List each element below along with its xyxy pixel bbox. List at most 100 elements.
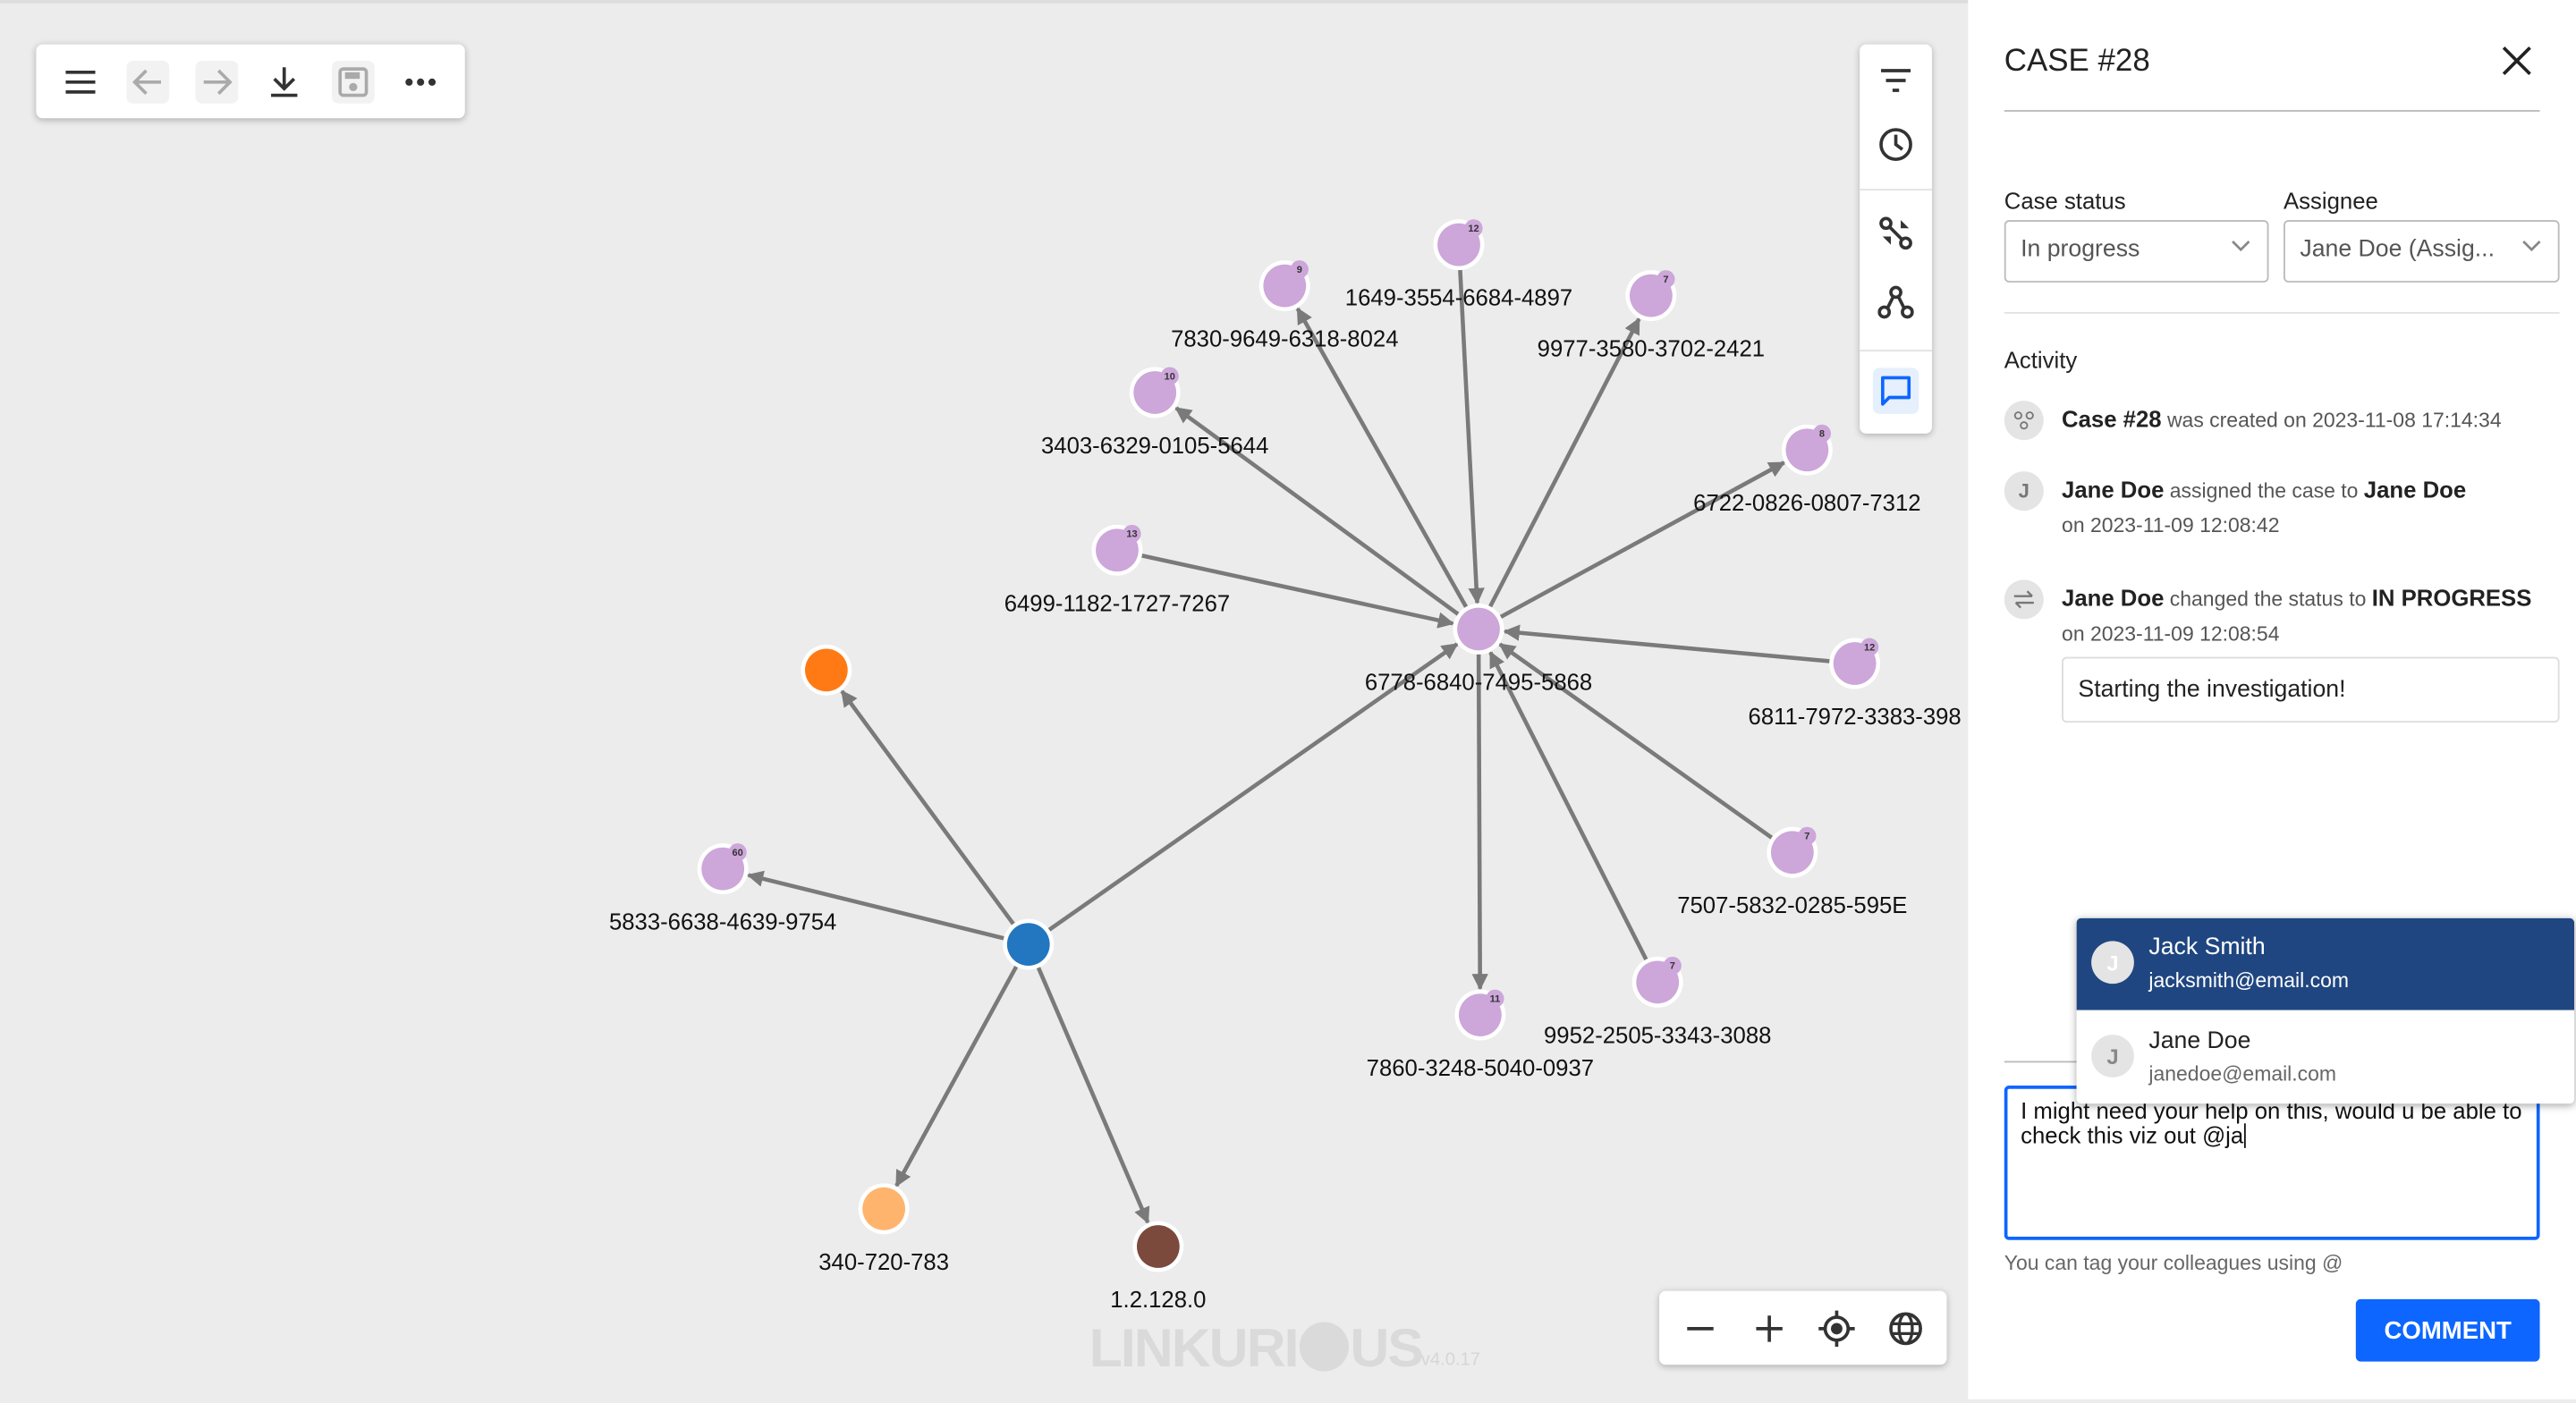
node-badge — [1657, 270, 1675, 289]
arrow-back-icon[interactable] — [126, 60, 170, 103]
node-label: 1649-3554-6684-4897 — [1345, 286, 1572, 311]
node-badge — [1812, 424, 1832, 443]
clock-icon[interactable] — [1873, 122, 1919, 167]
comment-icon[interactable] — [1872, 368, 1919, 414]
graph-node[interactable] — [858, 1183, 910, 1235]
assignee-label: Assignee — [2284, 187, 2378, 214]
comment-button[interactable]: COMMENT — [2355, 1298, 2540, 1362]
node-badge-count: 8 — [1819, 429, 1825, 440]
node-badge-count: 13 — [1126, 529, 1137, 540]
node-label: 3403-6329-0105-5644 — [1041, 434, 1268, 459]
node-badge — [1290, 260, 1309, 279]
graph-edge[interactable] — [1035, 963, 1150, 1224]
avatar: J — [2091, 1035, 2134, 1078]
graph-edge[interactable] — [746, 870, 1009, 942]
graph-node[interactable]: 7 — [1625, 270, 1677, 322]
graph-node[interactable]: 13 — [1091, 524, 1143, 576]
graph-visualization[interactable]: 9 12 7 10 8 13 12 7 7 11 60 6778-6840-7495-5868 7830… — [0, 4, 1968, 1403]
graph-edge[interactable] — [1457, 266, 1485, 604]
assignee-select[interactable]: Jane Doe (Assig... — [2284, 220, 2560, 283]
case-status-select[interactable]: In progress — [2004, 220, 2269, 283]
globe-icon[interactable] — [1885, 1306, 1928, 1349]
filter-icon[interactable] — [1873, 57, 1919, 103]
activity-heading: Activity — [2004, 346, 2078, 373]
chevron-down-icon — [2232, 241, 2250, 252]
node-badge — [1860, 638, 1879, 656]
graph-node[interactable]: 7 — [1631, 956, 1683, 1008]
node-label: 6778-6840-7495-5868 — [1365, 670, 1592, 695]
node-label: 1.2.128.0 — [1110, 1288, 1206, 1313]
graph-edge[interactable] — [1471, 650, 1488, 991]
download-icon[interactable] — [263, 60, 306, 103]
save-icon[interactable] — [331, 60, 375, 103]
version-label: v4.0.17 — [1420, 1349, 1481, 1370]
node-badge-count: 11 — [1490, 993, 1501, 1004]
graph-node[interactable]: 12 — [1433, 219, 1485, 271]
graph-node[interactable] — [1453, 603, 1504, 655]
graph-edge[interactable] — [1503, 624, 1835, 664]
graph-canvas[interactable]: 9 12 7 10 8 13 12 7 7 11 60 6778-6840-7495-5868 7830… — [0, 0, 1969, 1399]
graph-edge[interactable] — [1488, 651, 1650, 965]
node-badge — [1663, 956, 1682, 976]
node-badge — [728, 843, 747, 862]
node-badge-count: 60 — [733, 848, 743, 858]
graph-node[interactable]: 12 — [1829, 638, 1881, 689]
menu-icon[interactable] — [59, 60, 102, 103]
graph-node[interactable] — [1132, 1221, 1184, 1272]
graph-node[interactable]: 8 — [1781, 424, 1833, 476]
graph-node[interactable]: 10 — [1129, 367, 1181, 418]
arrow-forward-icon[interactable] — [195, 60, 238, 103]
graph-edge[interactable] — [840, 689, 1018, 929]
zoom-out-icon[interactable] — [1679, 1306, 1722, 1349]
case-status-label: Case status — [2004, 187, 2126, 214]
graph-edge[interactable] — [1496, 461, 1786, 621]
node-badge — [1798, 826, 1817, 845]
graph-node[interactable]: 60 — [697, 843, 749, 895]
graph-node[interactable]: 9 — [1258, 260, 1310, 312]
node-label: 6811-7972-3383-398 — [1749, 705, 1962, 730]
graph-node[interactable]: 11 — [1454, 989, 1506, 1041]
node-label: 5833-6638-4639-9754 — [609, 910, 836, 935]
node-label: 340-720-783 — [818, 1250, 949, 1275]
locate-icon[interactable] — [1816, 1306, 1859, 1349]
case-panel: CASE #28 Case status Assignee In progres… — [1968, 0, 2576, 1399]
node-badge-count: 9 — [1297, 265, 1302, 275]
case-title: CASE #28 — [2004, 44, 2150, 80]
graph-icon[interactable] — [1873, 279, 1919, 325]
chevron-down-icon — [2522, 241, 2541, 252]
graph-edge[interactable] — [1486, 317, 1641, 612]
graph-edge[interactable] — [1295, 307, 1470, 612]
node-badge — [1160, 367, 1179, 385]
node-badge-count: 12 — [1864, 642, 1875, 653]
side-toolbar — [1860, 44, 1932, 434]
help-text: You can tag your colleagues using @ — [2004, 1251, 2343, 1275]
zoom-in-icon[interactable] — [1748, 1306, 1791, 1349]
more-icon[interactable] — [400, 60, 443, 103]
node-label: 7830-9649-6318-8024 — [1171, 327, 1398, 352]
node-badge-count: 7 — [1663, 275, 1668, 285]
node-badge-count: 7 — [1804, 832, 1809, 842]
mention-option-jane-doe[interactable]: J Jane Doe janedoe@email.com — [2077, 1011, 2575, 1103]
node-label: 7860-3248-5040-0937 — [1367, 1056, 1594, 1081]
shortest-path-icon[interactable] — [1873, 210, 1919, 256]
node-badge — [1123, 524, 1141, 544]
close-icon[interactable] — [2500, 45, 2533, 86]
graph-node[interactable]: 7 — [1767, 826, 1818, 878]
swap-icon — [2004, 579, 2044, 620]
graph-edge[interactable] — [1045, 642, 1459, 934]
graph-edge[interactable] — [1498, 642, 1776, 842]
comment-input[interactable]: I might need your help on this, would u … — [2004, 1086, 2540, 1240]
graph-edge[interactable] — [894, 961, 1021, 1187]
graph-node[interactable] — [1003, 918, 1055, 970]
mention-option-jack-smith[interactable]: J Jack Smith jacksmith@email.com — [2076, 917, 2575, 1010]
avatar: J — [2091, 941, 2134, 985]
node-label: 9977-3580-3702-2421 — [1538, 337, 1765, 362]
node-badge — [1464, 219, 1483, 238]
graph-edge[interactable] — [1174, 406, 1463, 619]
graph-node[interactable] — [801, 644, 852, 696]
node-label: 6722-0826-0807-7312 — [1693, 491, 1920, 516]
avatar: J — [2004, 471, 2044, 511]
node-badge — [1486, 989, 1504, 1008]
main-toolbar — [36, 44, 465, 119]
graph-edge[interactable] — [1137, 553, 1455, 629]
